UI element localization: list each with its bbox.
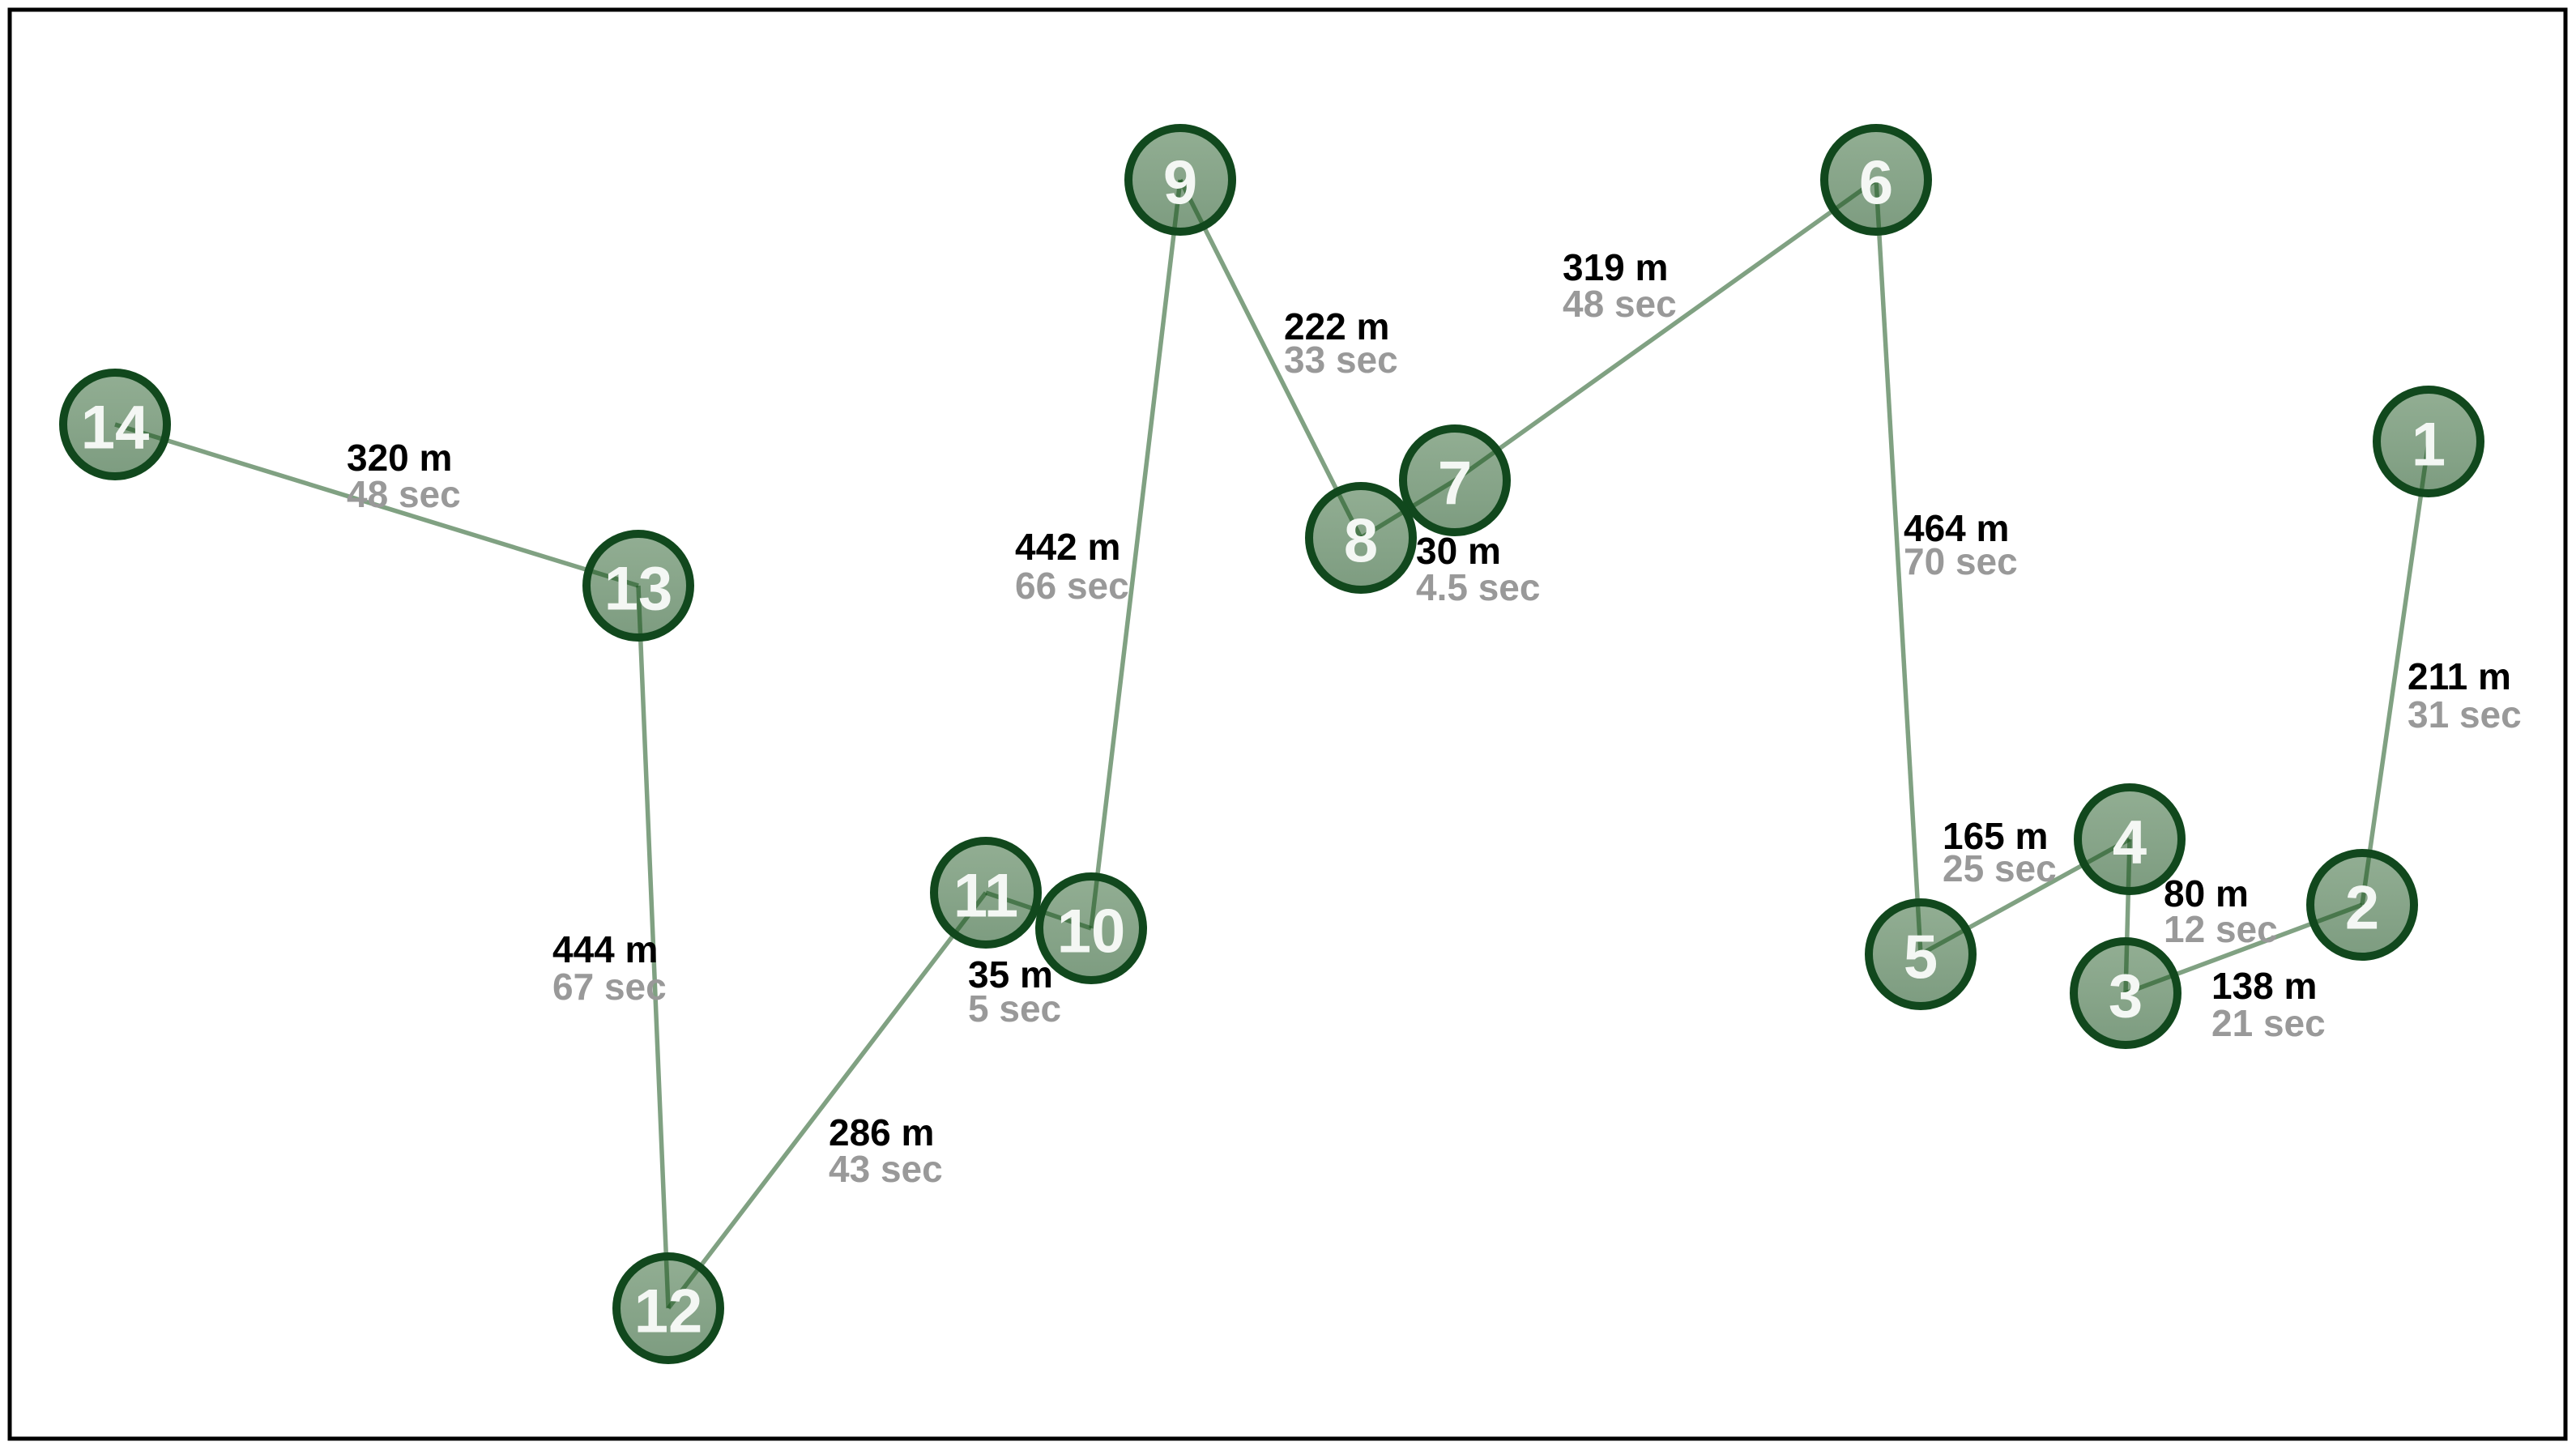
edge-5-6 (1874, 179, 1923, 955)
edge-1-2 (2360, 441, 2431, 906)
node-ring-9 (1124, 124, 1236, 236)
edge-4-5 (1919, 837, 2131, 957)
node-ring-8 (1305, 482, 1417, 594)
node-ring-5 (1865, 898, 1977, 1010)
edge-12-13 (636, 585, 671, 1309)
edge-6-7 (1453, 177, 1878, 483)
edge-distance-1-2: 211 m (2408, 655, 2511, 697)
edge-9-10 (1089, 179, 1183, 929)
edge-distance-7-8: 30 m (1416, 530, 1501, 572)
node-ring-11 (930, 837, 1042, 949)
node-ring-14 (59, 369, 171, 480)
edge-time-5-6: 70 sec (1904, 540, 2018, 582)
edge-label-6-7: 319 m48 sec (1563, 246, 1677, 325)
edge-time-10-11: 5 sec (968, 987, 1061, 1030)
edge-label-8-9: 222 m33 sec (1284, 305, 1398, 381)
edge-time-1-2: 31 sec (2408, 693, 2522, 736)
edge-label-5-6: 464 m70 sec (1904, 507, 2018, 582)
edge-distance-6-7: 319 m (1563, 246, 1668, 288)
edge-time-4-5: 25 sec (1943, 847, 2057, 889)
edge-label-1-2: 211 m31 sec (2408, 655, 2522, 736)
node-ring-7 (1399, 424, 1511, 536)
edge-13-14 (114, 422, 639, 588)
node-ring-4 (2074, 783, 2186, 895)
edge-distance-4-5: 165 m (1943, 815, 2048, 857)
edge-label-3-4: 80 m12 sec (2164, 872, 2278, 950)
edge-distance-13-14: 320 m (347, 437, 452, 479)
edge-11-12 (666, 891, 988, 1310)
edge-label-9-10: 442 m66 sec (1015, 526, 1129, 607)
edge-distance-2-3: 138 m (2211, 965, 2317, 1007)
node-ring-6 (1820, 124, 1932, 236)
node-ring-3 (2070, 937, 2181, 1049)
edge-time-3-4: 12 sec (2164, 908, 2278, 950)
node-ring-2 (2306, 849, 2418, 961)
edge-label-11-12: 286 m43 sec (829, 1111, 943, 1190)
edge-time-8-9: 33 sec (1284, 339, 1398, 381)
edge-distance-8-9: 222 m (1284, 305, 1389, 348)
diagram-frame (7, 7, 2568, 1441)
edge-label-2-3: 138 m21 sec (2211, 965, 2326, 1044)
edge-time-9-10: 66 sec (1015, 565, 1129, 607)
node-ring-10 (1035, 872, 1147, 984)
edge-time-6-7: 48 sec (1563, 283, 1677, 325)
edge-time-12-13: 67 sec (552, 966, 667, 1008)
edge-distance-10-11: 35 m (968, 953, 1053, 996)
edge-label-7-8: 30 m4.5 sec (1416, 530, 1540, 608)
edge-time-2-3: 21 sec (2211, 1002, 2326, 1044)
edge-time-11-12: 43 sec (829, 1148, 943, 1190)
node-ring-1 (2373, 386, 2484, 497)
edge-label-10-11: 35 m5 sec (968, 953, 1061, 1030)
edge-distance-3-4: 80 m (2164, 872, 2249, 915)
edge-distance-12-13: 444 m (552, 928, 658, 970)
edge-time-13-14: 48 sec (347, 473, 461, 515)
node-ring-13 (582, 530, 694, 642)
edge-3-4 (2123, 838, 2132, 994)
edge-8-9 (1178, 178, 1363, 539)
edge-distance-5-6: 464 m (1904, 507, 2009, 549)
node-ring-12 (612, 1252, 724, 1364)
edge-distance-9-10: 442 m (1015, 526, 1120, 568)
edge-label-13-14: 320 m48 sec (347, 437, 461, 515)
edge-distance-11-12: 286 m (829, 1111, 934, 1154)
edge-2-3 (2125, 902, 2363, 996)
edge-label-12-13: 444 m67 sec (552, 928, 667, 1008)
edge-label-4-5: 165 m25 sec (1943, 815, 2057, 889)
edge-time-7-8: 4.5 sec (1416, 566, 1540, 608)
